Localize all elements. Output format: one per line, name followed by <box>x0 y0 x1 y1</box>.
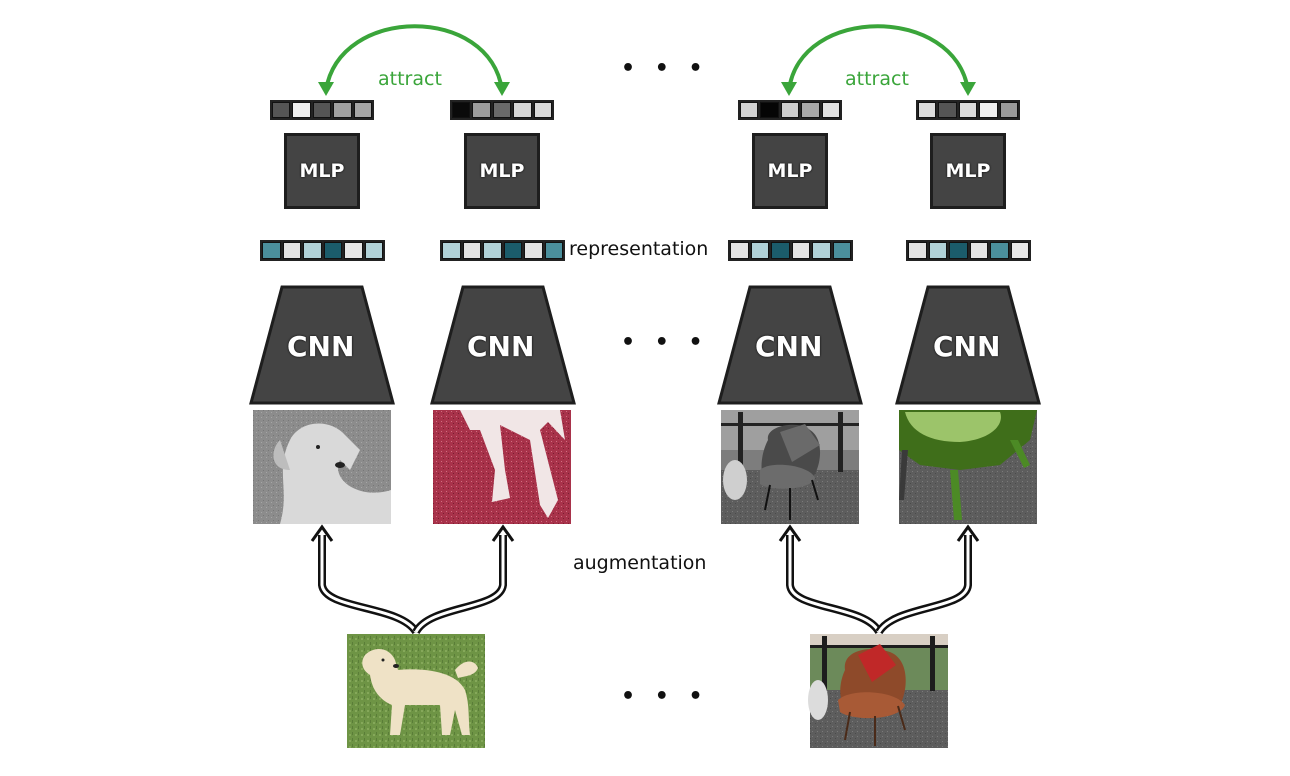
representation-cell <box>990 242 1009 259</box>
projection-cell <box>452 102 471 118</box>
projection-cell <box>492 102 512 118</box>
representation-cell <box>730 242 749 259</box>
cnn-encoder-3 <box>717 285 863 405</box>
projection-vector-3 <box>738 100 842 120</box>
attract-arrowhead-right <box>781 82 797 96</box>
representation-cell <box>832 242 851 259</box>
representation-cell <box>771 242 790 259</box>
projection-vector-4 <box>916 100 1020 120</box>
representation-cell <box>503 242 522 259</box>
projection-cell <box>821 102 841 118</box>
representation-cell <box>928 242 947 259</box>
mlp-block-2: MLP <box>464 133 540 209</box>
projection-cell <box>533 102 553 118</box>
projection-cell <box>801 102 820 118</box>
projection-cell <box>780 102 800 118</box>
attract-arrow-left <box>324 24 504 91</box>
representation-cell <box>969 242 988 259</box>
cnn-encoder-2 <box>430 285 576 405</box>
augmented-image-4 <box>899 410 1037 524</box>
representation-cell <box>750 242 769 259</box>
representation-cell <box>812 242 831 259</box>
projection-cell <box>312 102 332 118</box>
projection-vector-2 <box>450 100 554 120</box>
augmentation-arrows-dog <box>310 524 515 635</box>
projection-cell <box>958 102 978 118</box>
attract-arrowhead-left-b <box>494 82 510 96</box>
attract-arrowhead-left <box>318 82 334 96</box>
projection-cell <box>353 102 373 118</box>
projection-cell <box>938 102 957 118</box>
attract-arrow-right <box>787 24 970 91</box>
projection-cell <box>333 102 352 118</box>
representation-vector-1 <box>260 240 385 261</box>
projection-cell <box>740 102 759 118</box>
representation-cell <box>524 242 543 259</box>
representation-cell <box>303 242 322 259</box>
projection-cell <box>292 102 311 118</box>
representation-cell <box>1010 242 1029 259</box>
attract-arrowhead-right-b <box>960 82 976 96</box>
attract-label-right: attract <box>845 68 909 90</box>
ellipsis-middle: • • • <box>621 330 709 355</box>
representation-cell <box>442 242 461 259</box>
projection-cell <box>472 102 491 118</box>
augmentation-arrows-chair <box>778 524 980 635</box>
augmented-image-2 <box>433 410 571 524</box>
representation-cell <box>483 242 502 259</box>
representation-vector-3 <box>728 240 853 261</box>
projection-cell <box>979 102 998 118</box>
representation-cell <box>908 242 927 259</box>
ellipsis-top: • • • <box>621 56 709 81</box>
representation-vector-4 <box>906 240 1031 261</box>
source-image-chair <box>808 634 948 748</box>
augmented-image-3 <box>721 410 859 524</box>
projection-cell <box>760 102 779 118</box>
cnn-encoder-1 <box>249 285 395 405</box>
mlp-block-1: MLP <box>284 133 360 209</box>
projection-vector-1 <box>270 100 374 120</box>
ellipsis-bottom: • • • <box>621 684 709 709</box>
projection-cell <box>918 102 937 118</box>
mlp-block-3: MLP <box>752 133 828 209</box>
projection-cell <box>513 102 532 118</box>
cnn-label-3: CNN <box>755 330 823 363</box>
representation-cell <box>791 242 810 259</box>
source-image-dog <box>347 634 485 748</box>
augmentation-label: augmentation <box>573 552 707 574</box>
projection-cell <box>999 102 1019 118</box>
cnn-encoder-4 <box>895 285 1041 405</box>
representation-cell <box>282 242 301 259</box>
augmented-image-1 <box>253 410 391 524</box>
representation-cell <box>949 242 968 259</box>
representation-cell <box>544 242 563 259</box>
representation-cell <box>323 242 342 259</box>
representation-cell <box>344 242 363 259</box>
projection-cell <box>272 102 291 118</box>
cnn-label-1: CNN <box>287 330 355 363</box>
representation-cell <box>364 242 383 259</box>
representation-label: representation <box>569 238 709 260</box>
cnn-label-4: CNN <box>933 330 1001 363</box>
representation-cell <box>262 242 281 259</box>
representation-vector-2 <box>440 240 565 261</box>
representation-cell <box>462 242 481 259</box>
attract-label-left: attract <box>378 68 442 90</box>
cnn-label-2: CNN <box>467 330 535 363</box>
mlp-block-4: MLP <box>930 133 1006 209</box>
